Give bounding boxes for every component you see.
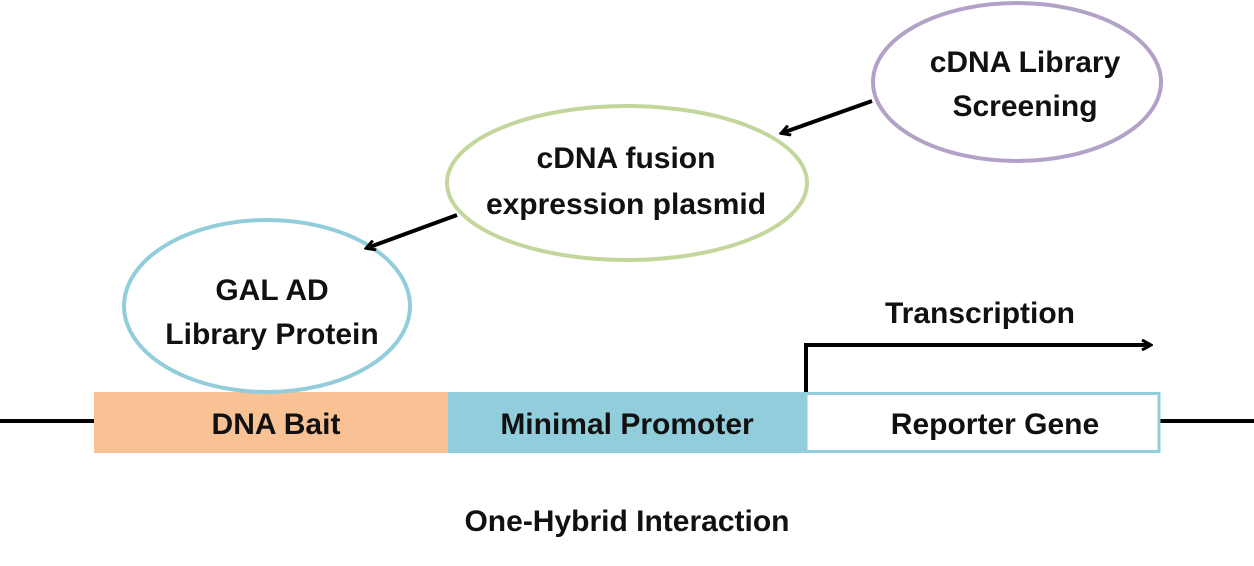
library-screening-label-line1: cDNA Library	[930, 46, 1121, 79]
dna-bait-label: DNA Bait	[212, 408, 341, 441]
fusion-plasmid-label-line2: expression plasmid	[486, 188, 766, 221]
fusion-plasmid-label-line1: cDNA fusion	[537, 142, 716, 175]
library-screening-ellipse	[871, 1, 1163, 163]
gal-ad-ellipse	[122, 218, 412, 394]
library-to-fusion-arrow	[782, 99, 873, 133]
gal-ad-label-line1: GAL AD	[215, 274, 328, 307]
reporter-gene-label: Reporter Gene	[891, 408, 1099, 441]
transcription-arrow	[804, 345, 1150, 392]
library-screening-label-line2: Screening	[952, 90, 1097, 123]
fusion-to-gal-ad-arrow	[367, 213, 458, 248]
promoter-box	[448, 392, 806, 453]
reporter-gene-box	[804, 392, 1161, 453]
gal-ad-label-line2: Library Protein	[165, 318, 378, 351]
diagram-caption: One-Hybrid Interaction	[464, 505, 789, 538]
transcription-label: Transcription	[885, 297, 1075, 330]
fusion-plasmid-ellipse	[445, 104, 809, 262]
promoter-label: Minimal Promoter	[500, 408, 754, 441]
dna-bait-box	[94, 392, 448, 453]
